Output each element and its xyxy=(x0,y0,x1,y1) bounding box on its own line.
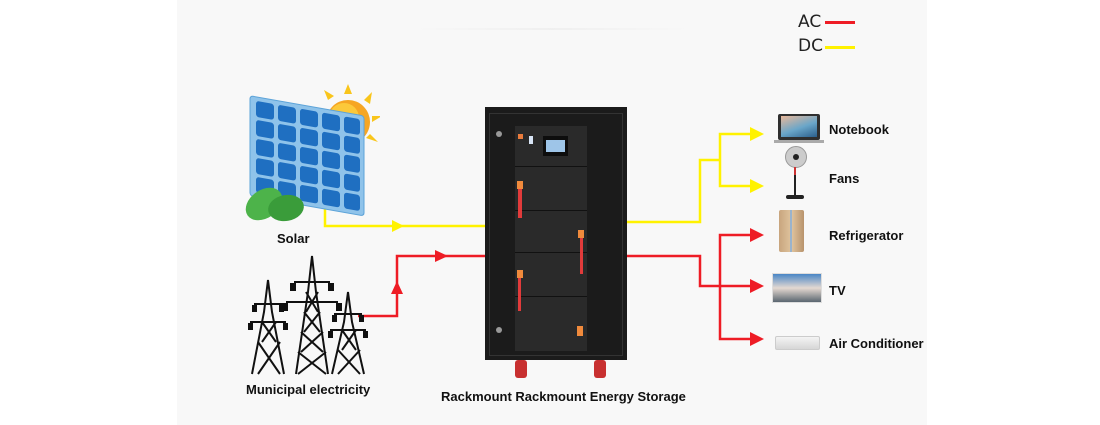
refrigerator-label: Refrigerator xyxy=(829,228,904,243)
dc-wire-branch xyxy=(718,132,752,188)
lock-icon xyxy=(496,131,502,137)
tv-label: TV xyxy=(829,283,846,298)
tv-icon xyxy=(772,273,822,303)
air-conditioner-label: Air Conditioner xyxy=(829,336,924,351)
legend-dc-label: DC xyxy=(798,36,823,56)
fans-label: Fans xyxy=(829,171,860,186)
ac-wire-out xyxy=(627,254,752,288)
air-conditioner-icon xyxy=(775,336,820,350)
dc-wire-solar xyxy=(323,205,485,228)
ac-arrow-grid-right xyxy=(435,250,448,262)
power-tower-icon xyxy=(248,255,368,375)
battery-cabinet-icon xyxy=(485,107,627,360)
ac-arrow-grid-up xyxy=(391,281,403,294)
ac-arrow-refrigerator xyxy=(750,228,764,242)
dc-wire-out xyxy=(627,158,720,224)
refrigerator-icon xyxy=(779,210,804,252)
caster-wheel-icon xyxy=(515,360,527,378)
cabinet-frame xyxy=(489,113,623,356)
leaf-icon xyxy=(245,187,304,222)
storage-label: Rackmount Rackmount Energy Storage xyxy=(441,389,686,404)
dc-arrow-notebook xyxy=(750,127,764,141)
legend-ac-line xyxy=(825,21,855,24)
cabinet-window xyxy=(515,126,587,351)
ac-arrow-ac xyxy=(750,332,764,346)
legend-ac-label: AC xyxy=(798,12,822,32)
solar-label: Solar xyxy=(277,231,310,246)
grid-label: Municipal electricity xyxy=(246,382,371,397)
ac-arrow-tv xyxy=(750,279,764,293)
legend-dc-line xyxy=(825,46,855,49)
fan-icon xyxy=(785,146,807,168)
dc-arrow-solar xyxy=(392,220,404,232)
laptop-icon xyxy=(778,114,820,140)
dc-arrow-fans xyxy=(750,179,764,193)
notebook-label: Notebook xyxy=(829,122,889,137)
divider xyxy=(412,28,692,30)
ac-wire-branch xyxy=(718,233,752,341)
display-screen xyxy=(543,136,568,156)
lock-icon xyxy=(496,327,502,333)
caster-wheel-icon xyxy=(594,360,606,378)
solar-panel-icon xyxy=(245,84,380,222)
